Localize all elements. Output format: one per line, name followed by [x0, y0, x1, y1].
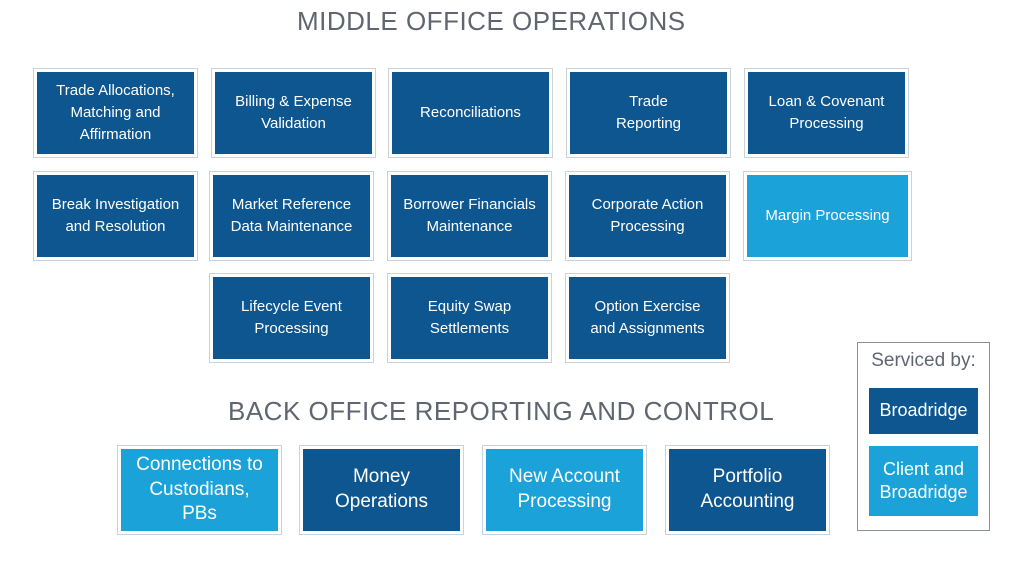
box-equity-swap-settlements: Equity Swap Settlements [387, 273, 552, 363]
legend-item-client-and-broadridge: Client and Broadridge [867, 444, 980, 518]
box-money-operations: Money Operations [299, 445, 464, 535]
box-connections-custodians: Connections to Custodians, PBs [117, 445, 282, 535]
box-trade-reporting: Trade Reporting [566, 68, 731, 158]
legend-item-broadridge: Broadridge [867, 386, 980, 436]
legend: Serviced by: Broadridge Client and Broad… [857, 342, 990, 531]
back-office-title: BACK OFFICE REPORTING AND CONTROL [228, 396, 775, 426]
box-reconciliations: Reconciliations [388, 68, 553, 158]
box-lifecycle-event-processing: Lifecycle Event Processing [209, 273, 374, 363]
box-loan-covenant-processing: Loan & Covenant Processing [744, 68, 909, 158]
box-trade-allocations: Trade Allocations, Matching and Affirmat… [33, 68, 198, 158]
middle-office-title: MIDDLE OFFICE OPERATIONS [297, 6, 686, 36]
box-break-investigation: Break Investigation and Resolution [33, 171, 198, 261]
legend-title: Serviced by: [871, 350, 976, 371]
box-market-reference-data: Market Reference Data Maintenance [209, 171, 374, 261]
box-option-exercise-assignments: Option Exercise and Assignments [565, 273, 730, 363]
box-borrower-financials: Borrower Financials Maintenance [387, 171, 552, 261]
box-portfolio-accounting: Portfolio Accounting [665, 445, 830, 535]
box-corporate-action-processing: Corporate Action Processing [565, 171, 730, 261]
box-billing-expense-validation: Billing & Expense Validation [211, 68, 376, 158]
box-new-account-processing: New Account Processing [482, 445, 647, 535]
box-margin-processing: Margin Processing [743, 171, 912, 261]
